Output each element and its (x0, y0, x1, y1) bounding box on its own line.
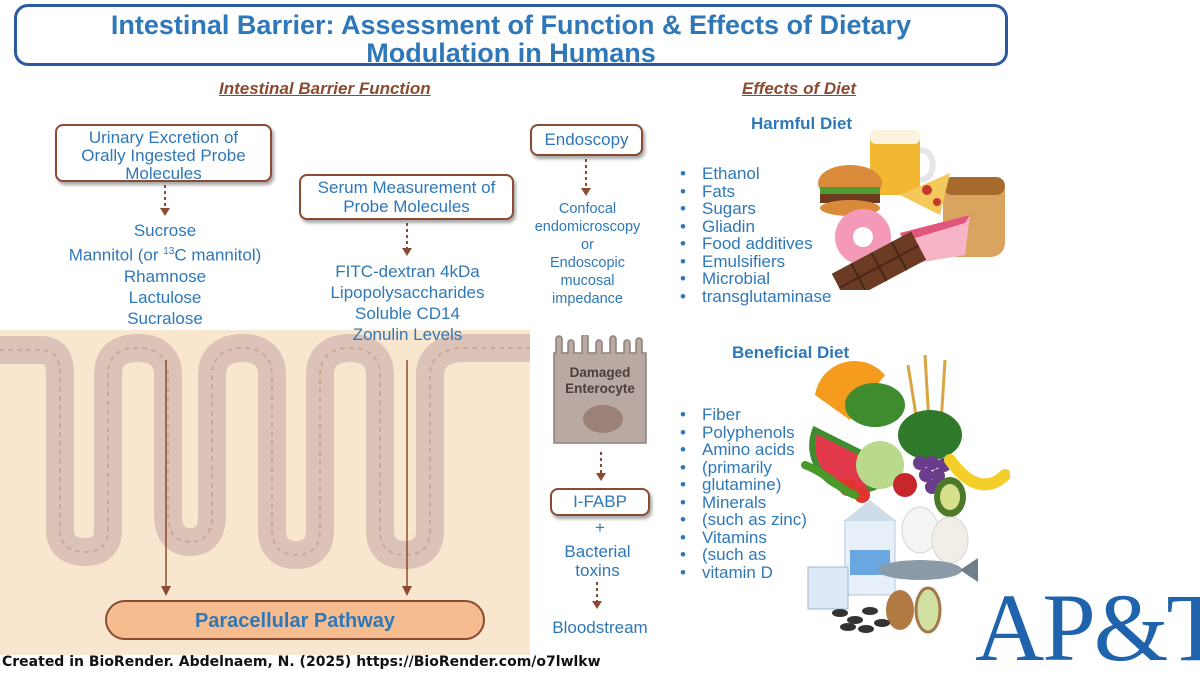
probe-mannitol-suffix: C mannitol) (174, 245, 262, 265)
beneficial-food-illustration (801, 354, 1010, 634)
beneficial-minerals: Minerals (676, 493, 846, 512)
amino-detail-2-text: glutamine) (702, 475, 782, 494)
section-heading-barrier-function: Intestinal Barrier Function (219, 79, 431, 98)
serum-measurement-box: Serum Measurement of Probe Molecules (299, 174, 514, 220)
endoscopy-box: Endoscopy (530, 124, 643, 156)
marker-scd14: Soluble CD14 (355, 304, 460, 323)
toxins-line-1: Bacterial (564, 542, 631, 561)
harmful-microbial: Microbial (676, 270, 866, 288)
harmful-diet-list: Ethanol Fats Sugars Gliadin Food additiv… (676, 165, 866, 305)
harmful-food-illustration (818, 130, 1005, 290)
beneficial-polyphenols: Polyphenols (676, 423, 846, 442)
marker-fitc-dextran: FITC-dextran 4kDa (335, 262, 480, 281)
urinary-box-line-1: Urinary Excretion of (88, 128, 239, 147)
enterocyte-label-line-1: Damaged (569, 365, 631, 380)
harmful-food-additives: Food additives (676, 235, 866, 253)
section-heading-effects-of-diet: Effects of Diet (742, 79, 856, 98)
toxins-arrow (592, 582, 602, 609)
harmful-diet-heading: Harmful Diet (751, 114, 853, 133)
bacterial-toxins: Bacterial toxins (535, 542, 660, 580)
harmful-gliadin: Gliadin (676, 217, 866, 236)
amino-detail-1-text: (primarily (702, 457, 772, 477)
probe-sucrose: Sucrose (133, 221, 197, 240)
endoscopy-method-2: endomicroscopy (534, 219, 641, 235)
endoscopy-methods: Confocal endomicroscopy or Endoscopic mu… (525, 200, 650, 308)
paracellular-pathway-label: Paracellular Pathway (194, 610, 396, 632)
probe-mannitol: Mannitol (or 13C mannitol) (40, 241, 290, 266)
beneficial-amino-acids-detail-1: (primarily (676, 457, 846, 477)
toxins-line-2: toxins (575, 561, 620, 580)
vitamins-detail-2-text: vitamin D (702, 562, 773, 582)
marker-lps: Lipopolysaccharides (330, 283, 485, 302)
enterocyte-label-line-2: Enterocyte (565, 381, 635, 396)
probe-lactulose: Lactulose (128, 287, 202, 307)
harmful-sugars: Sugars (676, 200, 866, 218)
endoscopy-method-5: impedance (552, 291, 623, 307)
probe-sucralose: Sucralose (127, 308, 203, 328)
damaged-enterocyte-label: Damaged Enterocyte (550, 365, 650, 397)
beneficial-amino-acids-detail-2: glutamine) (676, 476, 846, 494)
probe-rhamnose: Rhamnose (123, 266, 207, 286)
bloodstream-label: Bloodstream (552, 618, 648, 637)
beneficial-amino-acids: Amino acids (676, 441, 846, 459)
probe-mannitol-prefix: Mannitol (or (68, 245, 164, 265)
serum-box-line-2: Probe Molecules (343, 197, 470, 216)
title-line-1: Intestinal Barrier: Assessment of Functi… (110, 10, 912, 40)
minerals-detail-text: (such as zinc) (702, 510, 807, 529)
endoscopy-method-4: mucosal (560, 273, 615, 289)
apt-logo: AP&T (975, 574, 1200, 681)
urinary-probe-list: Sucrose Mannitol (or 13C mannitol) Rhamn… (40, 220, 290, 329)
endoscopy-method-or: or (581, 237, 594, 253)
endoscopy-method-1: Confocal (558, 201, 617, 217)
title-banner: Intestinal Barrier: Assessment of Functi… (14, 4, 1008, 68)
ifabp-box: I-FABP (550, 488, 650, 516)
harmful-ethanol: Ethanol (676, 165, 866, 183)
harmful-fats: Fats (676, 182, 866, 201)
title-line-2: Modulation in Humans (366, 38, 656, 68)
serum-arrow (402, 223, 412, 256)
beneficial-vitamins: Vitamins (676, 528, 846, 547)
beneficial-vitamins-detail-1: (such as (676, 546, 846, 564)
beneficial-fiber: Fiber (676, 406, 846, 424)
damaged-enterocyte-cell (553, 335, 647, 444)
harmful-emulsifiers: Emulsifiers (676, 252, 866, 271)
serum-box-line-1: Serum Measurement of (317, 178, 496, 197)
beneficial-diet-heading: Beneficial Diet (732, 343, 850, 362)
plus-sign: + (595, 518, 605, 537)
probe-mannitol-isotope: 13 (163, 246, 175, 257)
beneficial-diet-list: Fiber Polyphenols Amino acids (primarily… (676, 406, 846, 581)
harmful-transglutaminase: transglutaminase (676, 286, 866, 306)
beneficial-vitamins-detail-2: vitamin D (676, 562, 846, 582)
serum-marker-list: FITC-dextran 4kDa Lipopolysaccharides So… (290, 261, 525, 345)
endoscopy-arrow (581, 159, 591, 196)
urinary-excretion-box: Urinary Excretion of Orally Ingested Pro… (55, 124, 272, 183)
paracellular-pathway-bar (105, 600, 485, 640)
marker-zonulin: Zonulin Levels (352, 325, 463, 344)
urinary-box-line-2: Orally Ingested Probe (81, 146, 246, 165)
endoscopy-method-3: Endoscopic (550, 255, 625, 271)
harmful-transglutaminase-text: transglutaminase (702, 286, 832, 306)
enterocyte-arrow (596, 452, 606, 481)
urinary-arrow (160, 185, 170, 216)
biorender-credit: Created in BioRender. Abdelnaem, N. (202… (2, 654, 601, 670)
beneficial-minerals-detail: (such as zinc) (676, 511, 846, 529)
urinary-box-line-3: Molecules (125, 164, 202, 183)
vitamins-detail-1-text: (such as (702, 545, 767, 564)
